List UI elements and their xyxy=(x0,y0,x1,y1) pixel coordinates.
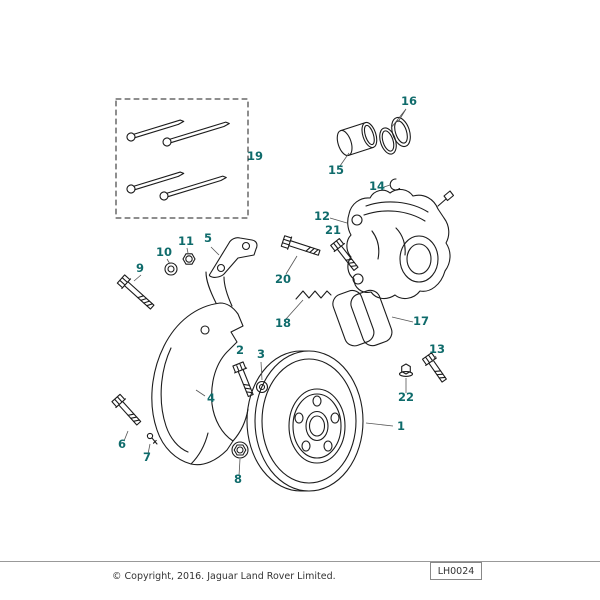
dust-shield xyxy=(151,271,249,466)
flanged-bolt xyxy=(398,363,414,377)
callout-20[interactable]: 20 xyxy=(275,272,291,286)
callout-17[interactable]: 17 xyxy=(413,314,429,328)
brake-pads xyxy=(332,289,393,347)
drawing-code-box: LH0024 xyxy=(430,562,482,580)
retaining-clip xyxy=(389,178,401,191)
shield-bolt xyxy=(111,393,142,426)
washer xyxy=(164,262,178,276)
small-screw xyxy=(146,432,158,445)
callout-10[interactable]: 10 xyxy=(156,245,172,259)
callout-16[interactable]: 16 xyxy=(401,94,417,108)
disc-bolt xyxy=(232,361,254,398)
flange-nut xyxy=(231,441,249,459)
callout-5[interactable]: 5 xyxy=(204,231,212,245)
dust-seal xyxy=(391,116,411,148)
caliper-mount-bolt xyxy=(421,352,447,383)
split-pin xyxy=(162,121,230,147)
copyright-text: © Copyright, 2016. Jaguar Land Rover Lim… xyxy=(112,571,336,582)
callout-14[interactable]: 14 xyxy=(369,179,385,193)
callout-8[interactable]: 8 xyxy=(234,472,242,486)
leader-lines xyxy=(123,108,437,477)
pad-spring xyxy=(295,290,332,300)
callout-1[interactable]: 1 xyxy=(397,419,405,433)
mounting-bracket xyxy=(208,237,258,278)
drawing-code: LH0024 xyxy=(437,565,475,577)
callout-22[interactable]: 22 xyxy=(398,390,414,404)
split-pin-kit xyxy=(115,98,249,219)
washer xyxy=(255,380,269,394)
callout-9[interactable]: 9 xyxy=(136,261,144,275)
split-pin xyxy=(126,171,185,194)
callout-21[interactable]: 21 xyxy=(325,223,341,237)
callout-4[interactable]: 4 xyxy=(207,391,215,405)
footer-divider xyxy=(0,561,600,562)
nut xyxy=(182,253,196,265)
callout-12[interactable]: 12 xyxy=(314,209,330,223)
mounting-bolt xyxy=(280,235,321,256)
callout-15[interactable]: 15 xyxy=(328,163,344,177)
callout-2[interactable]: 2 xyxy=(236,343,244,357)
split-pin xyxy=(126,119,185,142)
shield-bolt xyxy=(116,274,155,310)
split-pin xyxy=(159,175,227,201)
caliper-bolt xyxy=(330,238,359,271)
callout-11[interactable]: 11 xyxy=(178,234,194,248)
callouts: 1 2 3 4 5 6 7 8 9 10 11 12 13 14 15 16 1… xyxy=(118,94,445,486)
callout-6[interactable]: 6 xyxy=(118,437,126,451)
brake-disc xyxy=(246,350,364,492)
brake-caliper xyxy=(346,188,455,300)
callout-13[interactable]: 13 xyxy=(429,342,445,356)
callout-3[interactable]: 3 xyxy=(257,347,265,361)
callout-18[interactable]: 18 xyxy=(275,316,291,330)
callout-19[interactable]: 19 xyxy=(247,149,263,163)
callout-7[interactable]: 7 xyxy=(143,450,151,464)
caliper-piston xyxy=(336,121,378,157)
